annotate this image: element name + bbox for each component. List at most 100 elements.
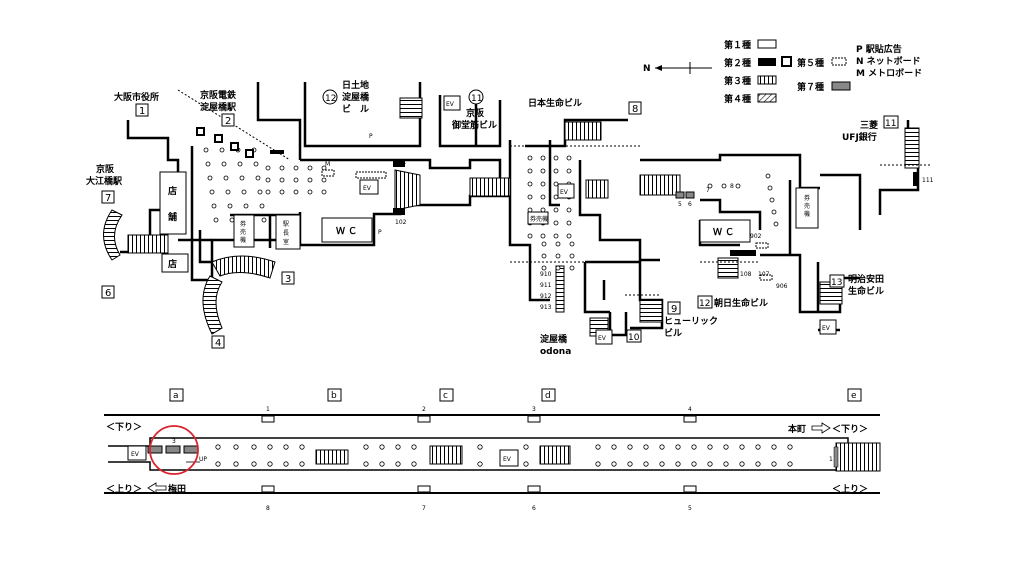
code-7: 7 — [706, 187, 710, 194]
platform-up-label: UP — [199, 456, 207, 463]
concourse-column — [265, 165, 271, 171]
platform-column — [363, 461, 369, 467]
concourse-column — [321, 177, 327, 183]
platform-column — [379, 461, 385, 467]
type1-swatch — [757, 39, 777, 49]
keihan-oebashi-2: 大江橋駅 — [86, 175, 123, 187]
legend-type5: 第５種 — [797, 57, 824, 69]
concourse-column — [265, 177, 271, 183]
platform-ev-center — [499, 449, 519, 467]
concourse-column — [293, 189, 299, 195]
platform-column — [771, 444, 777, 450]
concourse-column — [253, 161, 259, 167]
concourse-column — [293, 177, 299, 183]
platform-column — [283, 444, 289, 450]
concourse-column — [239, 175, 245, 181]
concourse-column — [540, 207, 546, 213]
stairs-nissei — [585, 179, 609, 199]
platform-column — [627, 444, 633, 450]
office-label-1: 駅 — [283, 221, 289, 228]
nissochi-3: ビ ル — [342, 103, 369, 115]
concourse-column — [205, 161, 211, 167]
ticket-east-1: 券 — [804, 194, 810, 202]
ticket-east-room — [795, 187, 819, 229]
code-913: 913 — [540, 304, 552, 311]
office-label-3: 室 — [283, 238, 289, 246]
platform-column — [707, 461, 713, 467]
type5-swatch — [831, 57, 847, 66]
platform-column — [395, 461, 401, 467]
code-911: 911 — [540, 282, 552, 289]
stairs-exit-11 — [399, 97, 423, 119]
shop-room — [159, 171, 187, 235]
shop-small-room — [161, 253, 189, 273]
concourse-column — [227, 203, 233, 209]
platform-column — [755, 461, 761, 467]
exit-12: 12 — [699, 299, 710, 309]
exit-13: 13 — [831, 278, 842, 288]
exit-10: 10 — [628, 333, 640, 343]
code-101: 101 — [395, 159, 407, 166]
door-number-top: 3 — [532, 406, 536, 413]
platform-column — [251, 444, 257, 450]
keihan-station-2: 淀屋橋駅 — [200, 101, 237, 113]
concourse-column — [541, 253, 547, 259]
concourse-column — [569, 253, 575, 259]
platform-column — [659, 461, 665, 467]
concourse-column — [773, 221, 779, 227]
ev-label-odona: EV — [598, 335, 607, 342]
exit-12-circle: 12 — [325, 94, 336, 104]
ev-meiji — [819, 319, 837, 335]
platform-stairs-b — [315, 449, 349, 465]
platform-column — [411, 444, 417, 450]
stairs-east — [639, 174, 681, 196]
concourse-column — [767, 185, 773, 191]
concourse-column — [293, 165, 299, 171]
wc-label-west: Ｗ Ｃ — [336, 226, 357, 237]
platform-column — [379, 444, 385, 450]
platform-column — [233, 444, 239, 450]
platform-column — [739, 461, 745, 467]
ev-label-west: EV — [363, 185, 372, 192]
nissochi-2: 淀屋橋 — [342, 91, 370, 103]
platform-column — [611, 444, 617, 450]
legend-type3: 第３種 — [724, 75, 751, 87]
concourse-column — [541, 241, 547, 247]
concourse-column — [527, 181, 533, 187]
concourse-column — [527, 194, 533, 200]
keihan-mido-2: 御堂筋ビル — [451, 119, 497, 131]
concourse-columns — [203, 147, 779, 271]
concourse-column — [735, 183, 741, 189]
platform-column — [233, 461, 239, 467]
exit-1: 1 — [139, 106, 145, 117]
concourse-column — [555, 253, 561, 259]
keihan-oebashi-1: 京阪 — [96, 163, 115, 175]
code-8: 8 — [730, 183, 734, 190]
stairs-main — [394, 169, 421, 211]
hyuric-1: ヒューリック — [664, 316, 718, 327]
concourse-column — [321, 189, 327, 195]
concourse-column — [307, 189, 313, 195]
concourse-column — [566, 233, 572, 239]
platform-stairs-d — [539, 445, 571, 465]
platform-ev-west — [127, 445, 147, 461]
door-marker-top — [417, 415, 431, 423]
keihan-mido-1: 京阪 — [466, 107, 485, 119]
concourse-column — [540, 168, 546, 174]
concourse-column — [213, 217, 219, 223]
concourse-column — [721, 183, 727, 189]
concourse-column — [279, 177, 285, 183]
ticket-small-label: 券売機 — [530, 215, 548, 223]
exit-2: 2 — [225, 116, 231, 127]
ev-exit-11 — [443, 95, 461, 111]
platform-column — [755, 444, 761, 450]
ev-west — [359, 179, 379, 195]
legend: N 第１種 第２種 第３種 第４種 第５種 第７種 P 駅貼広告 N ネットボー… — [643, 39, 922, 105]
odona-1: 淀屋橋 — [540, 333, 568, 345]
ev-odona — [595, 329, 613, 345]
ad-column-910-913 — [555, 265, 565, 313]
code-5: 5 — [678, 201, 682, 208]
concourse-column — [769, 197, 775, 203]
wc-room-west — [321, 217, 373, 243]
keihan-station-1: 京阪電鉄 — [200, 89, 237, 101]
